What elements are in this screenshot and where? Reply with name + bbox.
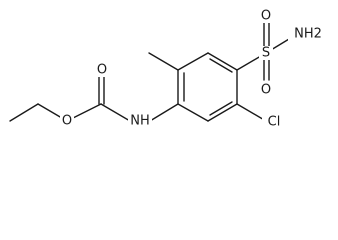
bond-ring-methyl [148, 52, 179, 71]
bond-nh-ring [149, 103, 179, 122]
ring-inner-double-3 [209, 101, 233, 116]
ring-bond-5 [207, 103, 238, 122]
atom-ether-oxygen: O [62, 114, 72, 129]
chemical-structure: O O NH S O O NH2 Cl [9, 8, 328, 130]
bond-layer [9, 19, 295, 122]
ring-bond-6 [177, 103, 209, 122]
atom-amide-nh: NH [130, 114, 150, 129]
atom-sulfur: S [262, 46, 270, 61]
atom-chlorine: Cl [268, 115, 281, 130]
atom-sulfonyl-oxygen-top: O [261, 9, 271, 24]
bond-carbonyl-c-nh [100, 103, 131, 122]
bond-ring-chlorine [236, 103, 267, 122]
label-layer: O O NH S O O NH2 Cl [60, 9, 328, 130]
atom-sulfonamide-nh2: NH2 [294, 27, 322, 42]
atom-sulfonyl-oxygen-bottom: O [261, 83, 271, 98]
ring-bond-2 [177, 52, 209, 71]
atom-carbonyl-oxygen: O [97, 63, 107, 78]
ring-bond-3 [207, 52, 238, 71]
ring-inner-double-2 [209, 58, 233, 73]
bond-methyl-ch2 [9, 103, 39, 122]
